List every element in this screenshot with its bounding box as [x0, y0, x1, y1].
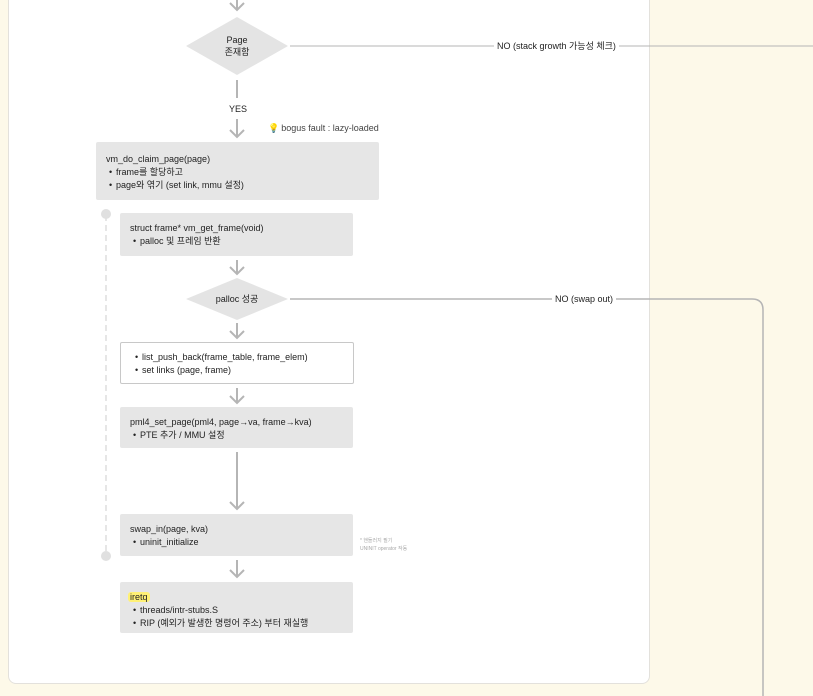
page-exists-line2: 존재함 [224, 47, 250, 57]
list-item: frame를 할당하고 [109, 166, 369, 179]
list-item: page와 엮기 (set link, mmu 설정) [109, 179, 369, 192]
vm-do-claim-page-bullets: frame를 할당하고 page와 엮기 (set link, mmu 설정) [106, 166, 369, 192]
no-stack-growth-label: NO (stack growth 가능성 체크) [494, 40, 619, 52]
arrowhead-palloc-list [229, 330, 245, 340]
vm-do-claim-page-box: vm_do_claim_page(page) frame를 할당하고 page와… [96, 142, 379, 200]
list-item: threads/intr-stubs.S [133, 604, 343, 617]
list-item: set links (page, frame) [135, 364, 343, 377]
page-exists-diamond [186, 17, 288, 75]
bogus-fault-note: 💡bogus fault : lazy-loaded [268, 123, 379, 134]
swap-in-note-line1: * 핸들러지 필기 [360, 538, 393, 544]
pml4-set-page-bullets: PTE 추가 / MMU 설정 [130, 429, 343, 442]
arrowhead-yes [229, 129, 245, 139]
vm-get-frame-box: struct frame* vm_get_frame(void) palloc … [120, 213, 353, 256]
arrowhead-getframe-palloc [229, 266, 245, 276]
iretq-bullets: threads/intr-stubs.S RIP (예외가 발생한 명령어 주소… [130, 604, 343, 630]
page-exists-label: Page 존재함 [212, 34, 262, 58]
bogus-fault-text: bogus fault : lazy-loaded [281, 123, 379, 133]
arrowhead-top-in [229, 2, 245, 12]
arrowhead-swapin-iretq [229, 569, 245, 579]
page-exists-line1: Page [226, 35, 248, 45]
list-item: palloc 및 프레임 반환 [133, 235, 343, 248]
swap-in-box: swap_in(page, kva) uninit_initialize [120, 514, 353, 556]
list-push-back-box: list_push_back(frame_table, frame_elem) … [120, 342, 354, 384]
swap-in-note-line2: UNINIT operator 작동 [360, 546, 408, 552]
list-item: PTE 추가 / MMU 설정 [133, 429, 343, 442]
no-swap-out-line [290, 298, 764, 696]
list-item: list_push_back(frame_table, frame_elem) [135, 351, 343, 364]
arrowhead-pml4-swapin [229, 501, 245, 511]
pml4-set-page-box: pml4_set_page(pml4, page→va, frame→kva) … [120, 407, 353, 448]
rail-dot-top [101, 209, 111, 219]
palloc-success-diamond [186, 278, 288, 320]
list-item: RIP (예외가 발생한 명령어 주소) 부터 재실행 [133, 617, 343, 630]
swap-in-bullets: uninit_initialize [130, 536, 343, 549]
iretq-highlight: iretq [128, 592, 150, 602]
pml4-set-page-title: pml4_set_page(pml4, page→va, frame→kva) [130, 417, 312, 427]
swap-in-note: * 핸들러지 필기 UNINIT operator 작동 [360, 537, 407, 553]
yes-label: YES [229, 104, 248, 114]
lightbulb-icon: 💡 [268, 123, 280, 133]
rail-dot-bottom [101, 551, 111, 561]
palloc-success-label: palloc 성공 [215, 294, 259, 304]
iretq-box: iretq threads/intr-stubs.S RIP (예외가 발생한 … [120, 582, 353, 633]
list-item: uninit_initialize [133, 536, 343, 549]
no-swap-out-label: NO (swap out) [552, 293, 617, 305]
vm-get-frame-title: struct frame* vm_get_frame(void) [130, 223, 264, 233]
arrowhead-list-pml4 [229, 395, 245, 405]
vm-get-frame-bullets: palloc 및 프레임 반환 [130, 235, 343, 248]
vm-do-claim-page-title: vm_do_claim_page(page) [106, 154, 211, 164]
iretq-title: iretq [128, 591, 343, 604]
swap-in-title: swap_in(page, kva) [130, 524, 209, 534]
list-push-back-bullets: list_push_back(frame_table, frame_elem) … [132, 351, 343, 377]
